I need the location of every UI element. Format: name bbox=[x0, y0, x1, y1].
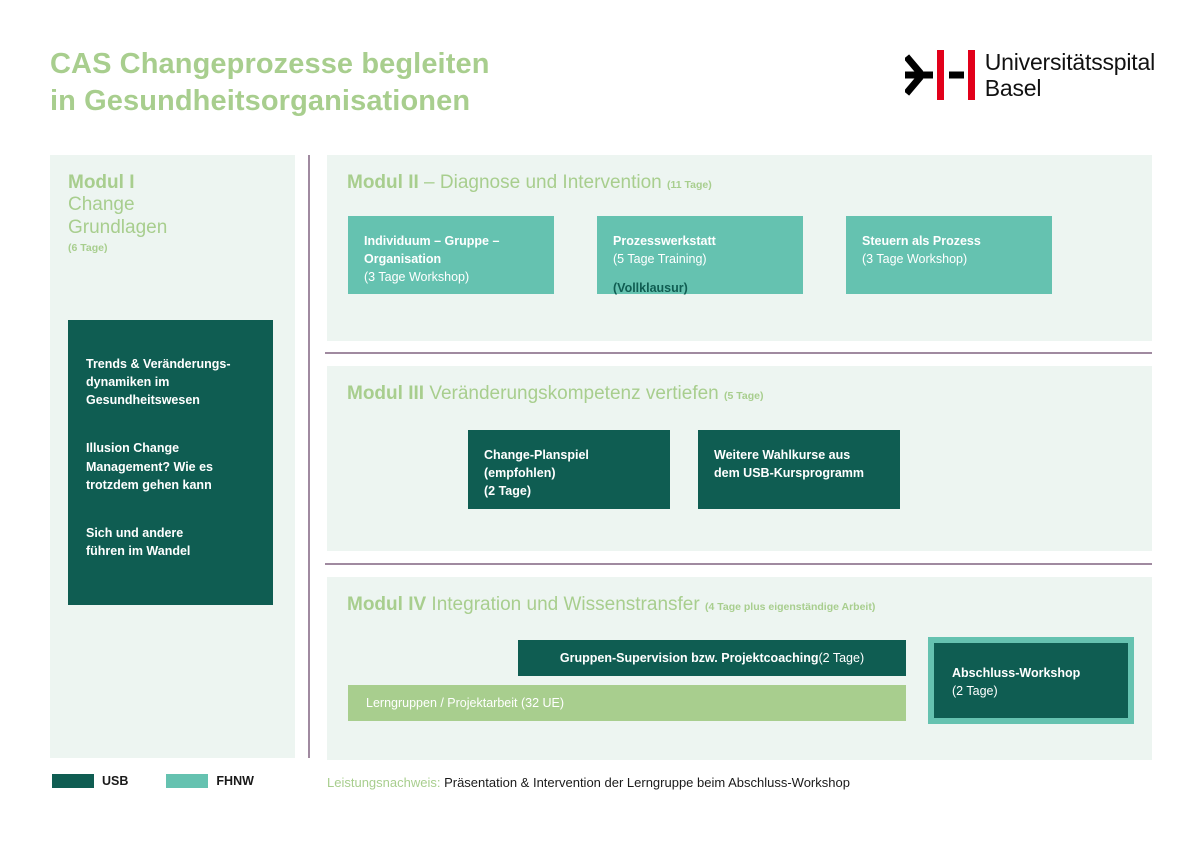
modul-3-heading: Modul III Veränderungskompetenz vertiefe… bbox=[327, 366, 1152, 405]
universitaetsspital-basel-logo: Universitätsspital Basel bbox=[903, 49, 1155, 102]
modul-2-subtitle: – Diagnose und Intervention bbox=[418, 172, 667, 193]
modul-1-subtitle-line2: Grundlagen bbox=[68, 216, 168, 238]
modul-4-supervision-bar: Gruppen-Supervision bzw. Projektcoaching… bbox=[518, 640, 906, 676]
modul-4-subtitle: Integration und Wissenstransfer bbox=[426, 594, 705, 615]
modul-1-subtitle-line1: Change bbox=[68, 194, 135, 216]
divider-modul-3-4 bbox=[325, 563, 1152, 565]
modul-1-item-2: Illusion Change Management? Wie es trotz… bbox=[86, 441, 214, 492]
footnote-text: Präsentation & Intervention der Lerngrup… bbox=[440, 775, 850, 790]
legend: USB FHNW bbox=[52, 774, 254, 788]
modul-3-card-row: Change-Planspiel (empfohlen) (2 Tage) We… bbox=[468, 430, 900, 509]
modul-4-title: Modul IV bbox=[347, 594, 427, 615]
modul-1-days: (6 Tage) bbox=[68, 241, 108, 254]
modul-2-card-1-line3: (3 Tage Workshop) bbox=[364, 269, 470, 284]
modul-2-card-3: Steuern als Prozess (3 Tage Workshop) bbox=[846, 216, 1052, 294]
modul-3-days: (5 Tage) bbox=[724, 390, 764, 402]
modul-3-card-1-line1: Change-Planspiel bbox=[484, 448, 589, 462]
modul-3-card-2: Weitere Wahlkurse aus dem USB-Kursprogra… bbox=[698, 430, 900, 509]
modul-2-card-2: Prozesswerkstatt (5 Tage Training) (Voll… bbox=[597, 216, 803, 295]
modul-1-usb-box: Trends & Veränderungs- dynamiken im Gesu… bbox=[68, 320, 273, 605]
logo-text-line2: Basel bbox=[984, 74, 1042, 101]
modul-1-heading: Modul I Change Grundlagen (6 Tage) bbox=[50, 155, 295, 254]
modul-2-card-1-line2: Organisation bbox=[364, 251, 442, 266]
modul-3-card-1-line2: (empfohlen) bbox=[484, 465, 556, 480]
modul-3-card-2-line2: dem USB-Kursprogramm bbox=[714, 465, 865, 480]
legend-label-fhnw: FHNW bbox=[216, 774, 254, 788]
modul-2-days: (11 Tage) bbox=[667, 179, 712, 191]
logo-text-line1: Universitätsspital bbox=[984, 49, 1155, 75]
modul-2-card-2-note: (Vollklausur) bbox=[613, 280, 688, 295]
modul-3-card-1: Change-Planspiel (empfohlen) (2 Tage) bbox=[468, 430, 670, 509]
modul-4-days: (4 Tage plus eigenständige Arbeit) bbox=[704, 601, 876, 613]
modul-2-card-3-line3: (3 Tage Workshop) bbox=[862, 251, 968, 266]
divider-modul-2-3 bbox=[325, 352, 1152, 354]
modul-2-title: Modul II bbox=[347, 172, 419, 193]
slide-header: CAS Changeprozesse begleiten in Gesundhe… bbox=[50, 46, 1155, 124]
modul-1-item-3: Sich und andere führen im Wandel bbox=[86, 525, 191, 558]
modul-2-card-1: Individuum – Gruppe – Organisation (3 Ta… bbox=[348, 216, 554, 294]
page-title-line1: CAS Changeprozesse begleiten bbox=[50, 48, 490, 80]
legend-label-usb: USB bbox=[102, 774, 129, 788]
legend-swatch-usb bbox=[52, 774, 94, 788]
modul-2-card-2-line1: Prozesswerkstatt bbox=[613, 234, 716, 248]
logo-wordmark: Universitätsspital Basel bbox=[984, 49, 1155, 102]
modul-2-heading: Modul II – Diagnose und Intervention (11… bbox=[327, 155, 1152, 194]
vertical-divider bbox=[308, 155, 310, 758]
modul-3-title: Modul III bbox=[347, 383, 425, 404]
modul-2-card-1-line1: Individuum – Gruppe – bbox=[364, 234, 500, 248]
footnote-label: Leistungsnachweis: bbox=[327, 775, 441, 790]
modul-4-lerngruppen-bar: Lerngruppen / Projektarbeit (32 UE) bbox=[348, 685, 906, 721]
modul-3-subtitle: Veränderungskompetenz vertiefen bbox=[424, 383, 725, 404]
modul-2-card-row: Individuum – Gruppe – Organisation (3 Ta… bbox=[348, 216, 1052, 295]
modul-4-abschluss-title: Abschluss-Workshop bbox=[952, 666, 1081, 680]
modul-1-item-1: Trends & Veränderungs- dynamiken im Gesu… bbox=[86, 357, 231, 408]
modul-2-card-2-line3: (5 Tage Training) bbox=[613, 251, 707, 266]
modul-4-supervision-label: Gruppen-Supervision bzw. Projektcoaching bbox=[559, 651, 819, 665]
modul-1-panel: Modul I Change Grundlagen (6 Tage) Trend… bbox=[50, 155, 295, 758]
page-title: CAS Changeprozesse begleiten in Gesundhe… bbox=[50, 46, 1155, 120]
footnote: Leistungsnachweis: Präsentation & Interv… bbox=[327, 775, 850, 790]
modul-4-lerngruppen-label: Lerngruppen / Projektarbeit (32 UE) bbox=[366, 696, 565, 710]
legend-swatch-fhnw bbox=[166, 774, 209, 788]
modul-2-card-3-line1: Steuern als Prozess bbox=[862, 234, 981, 248]
modul-4-abschluss-days: (2 Tage) bbox=[952, 683, 998, 698]
modul-4-supervision-days: (2 Tage) bbox=[818, 651, 865, 665]
logo-mark-icon bbox=[903, 50, 979, 100]
modul-4-abschluss-box: Abschluss-Workshop (2 Tage) bbox=[928, 637, 1134, 724]
logo-mark-svg bbox=[903, 50, 975, 100]
modul-3-card-1-line3: (2 Tage) bbox=[484, 483, 531, 498]
page-title-line2: in Gesundheitsorganisationen bbox=[50, 85, 471, 118]
modul-4-heading: Modul IV Integration und Wissenstransfer… bbox=[327, 577, 1152, 616]
modul-3-card-2-line1: Weitere Wahlkurse aus bbox=[714, 448, 851, 462]
modul-1-title: Modul I bbox=[68, 172, 135, 193]
